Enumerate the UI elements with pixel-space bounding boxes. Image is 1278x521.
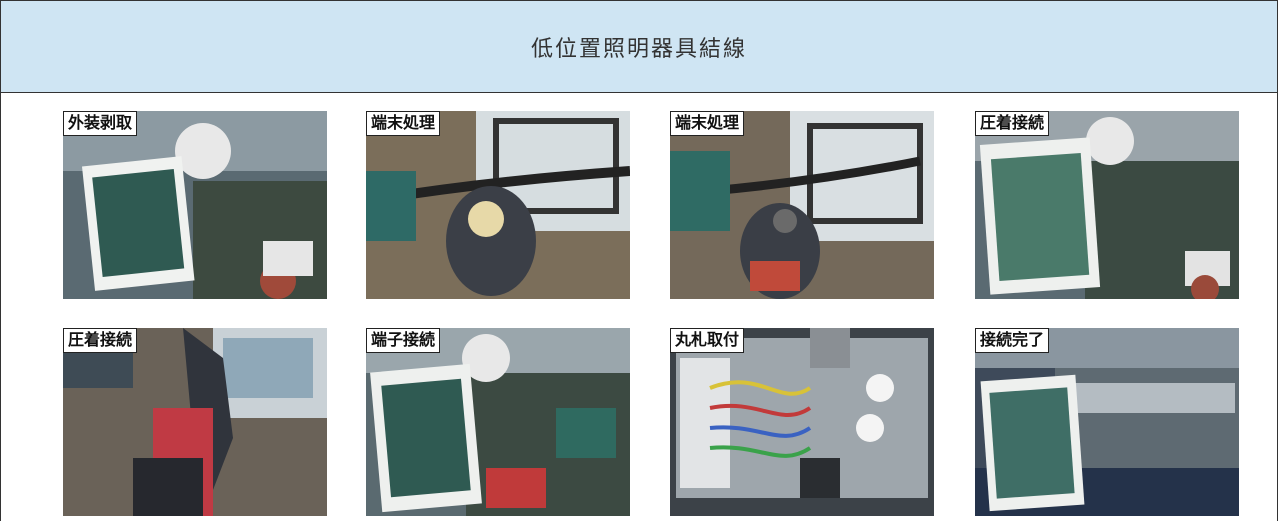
photo-8: 接続完了 [975,328,1239,516]
photo-8-image [975,328,1239,516]
photo-6-label: 端子接続 [366,328,441,353]
photo-5: 圧着接続 [63,328,327,516]
photo-4-label: 圧着接続 [975,111,1050,136]
sheet-header: 低位置照明器具結線 [1,1,1277,93]
photo-7-image [670,328,934,516]
photo-8-label: 接続完了 [975,328,1050,353]
photo-5-label: 圧着接続 [63,328,138,353]
photo-3: 端末処理 [670,111,934,299]
photo-6-image [366,328,630,516]
photo-7: 丸札取付 [670,328,934,516]
photo-4-image [975,111,1239,299]
photo-2-image [366,111,630,299]
photo-1-label: 外装剥取 [63,111,138,136]
photo-1: 外装剥取 [63,111,327,299]
photo-5-image [63,328,327,516]
photo-3-image [670,111,934,299]
photo-2-label: 端末処理 [366,111,441,136]
photo-2: 端末処理 [366,111,630,299]
photo-7-label: 丸札取付 [670,328,745,353]
sheet-title: 低位置照明器具結線 [530,36,747,62]
photo-6: 端子接続 [366,328,630,516]
photo-4: 圧着接続 [975,111,1239,299]
photo-3-label: 端末処理 [670,111,745,136]
photo-1-image [63,111,327,299]
